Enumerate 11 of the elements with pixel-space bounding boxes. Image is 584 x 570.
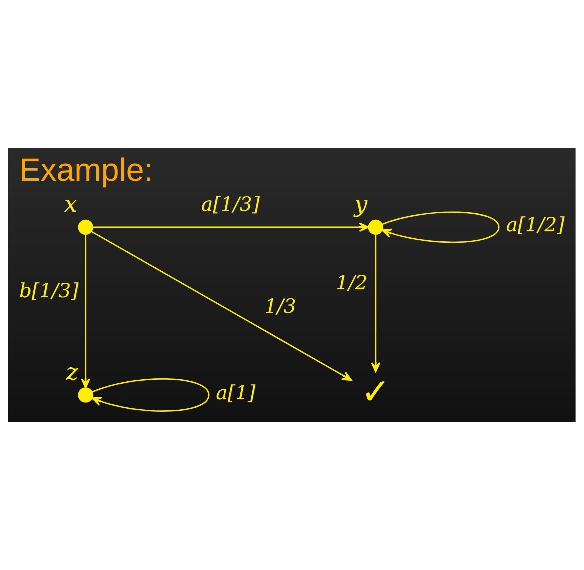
edge-label: a[1/2] — [506, 214, 565, 237]
node-label: x — [64, 191, 78, 218]
edge-label: 1/3 — [264, 294, 296, 318]
edge-label: a[1] — [216, 381, 256, 404]
edge-label: a[1/3] — [201, 193, 260, 216]
node-label: z — [66, 358, 78, 386]
diagram-title: Example: — [19, 152, 154, 188]
edge-label: 1/2 — [336, 272, 368, 295]
node-text: ✓ — [360, 372, 391, 414]
node-label: y — [354, 191, 368, 218]
edge-label: b[1/3] — [19, 280, 79, 303]
